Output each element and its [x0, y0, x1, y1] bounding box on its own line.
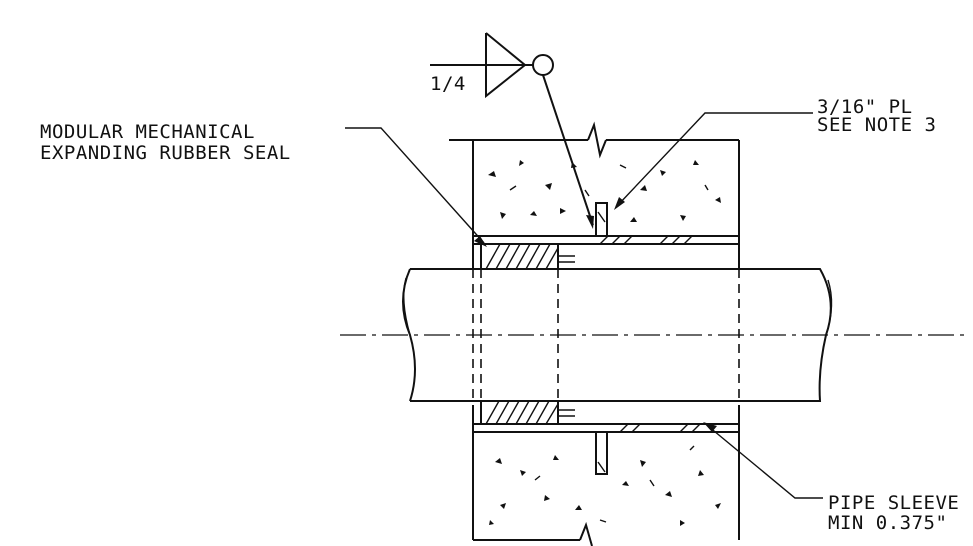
weld-size-label: 1/4: [430, 73, 466, 95]
plate-label-line2: SEE NOTE 3: [817, 114, 936, 136]
pipe: [340, 268, 965, 402]
sleeve-label-line2: MIN 0.375": [828, 512, 947, 534]
concrete-wall: [449, 121, 740, 546]
anchor-plate: [595, 202, 608, 475]
seal-label-line2: EXPANDING RUBBER SEAL: [40, 142, 291, 164]
sleeve-hatching: [599, 235, 701, 433]
weld-symbol: [430, 32, 594, 229]
plate-label-line1: 3/16" PL: [817, 96, 913, 118]
leader-lines: [345, 112, 823, 499]
rubber-seal: [480, 243, 575, 425]
sleeve-label-line1: PIPE SLEEVE: [828, 492, 959, 514]
seal-label-line1: MODULAR MECHANICAL: [40, 121, 255, 143]
